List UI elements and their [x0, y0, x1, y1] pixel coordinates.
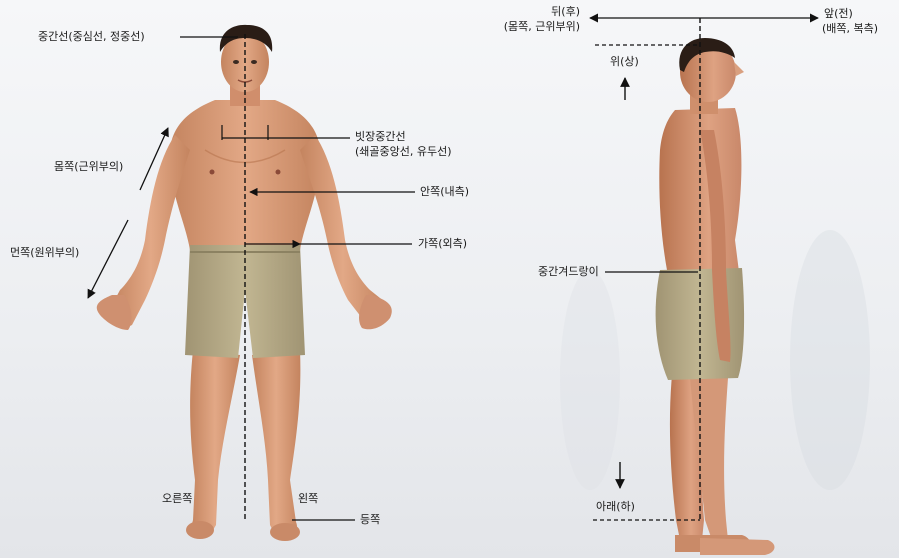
distal-arrow: [88, 220, 128, 298]
distal-label: 먼쪽(원위부의): [10, 246, 79, 259]
side-figure: [656, 38, 775, 555]
left-side-label: 왼쪽: [298, 492, 318, 505]
front-left-hand: [359, 295, 392, 329]
front-figure: [97, 25, 392, 541]
side-front-foot: [700, 538, 774, 555]
medial-label: 안쪽(내측): [420, 185, 469, 198]
posterior-label-2: (몸쪽, 근위부위): [460, 20, 580, 33]
anterior-label-1: 앞(전): [824, 7, 853, 20]
dorsum-label: 등쪽: [360, 513, 380, 526]
median-line-label: 중간선(중심선, 정중선): [38, 30, 145, 43]
front-right-foot: [186, 521, 214, 539]
inferior-label: 아래(하): [596, 500, 635, 513]
proximal-label: 몸쪽(근위부의): [54, 160, 123, 173]
midclavicular-label-1: 빗장중간선: [355, 130, 406, 143]
midaxillary-label: 중간겨드랑이: [538, 265, 599, 278]
front-left-leg: [252, 350, 300, 538]
right-side-label: 오른쪽: [162, 492, 192, 505]
anterior-label-2: (배쪽, 복측): [822, 22, 878, 35]
posterior-label-1: 뒤(후): [480, 5, 580, 18]
front-right-hand: [97, 295, 132, 330]
lateral-label: 가쪽(외측): [418, 237, 467, 250]
superior-label: 위(상): [610, 55, 639, 68]
front-right-leg: [190, 350, 240, 535]
midclavicular-label-2: (쇄골중앙선, 유두선): [355, 145, 452, 158]
front-left-foot: [270, 523, 300, 541]
